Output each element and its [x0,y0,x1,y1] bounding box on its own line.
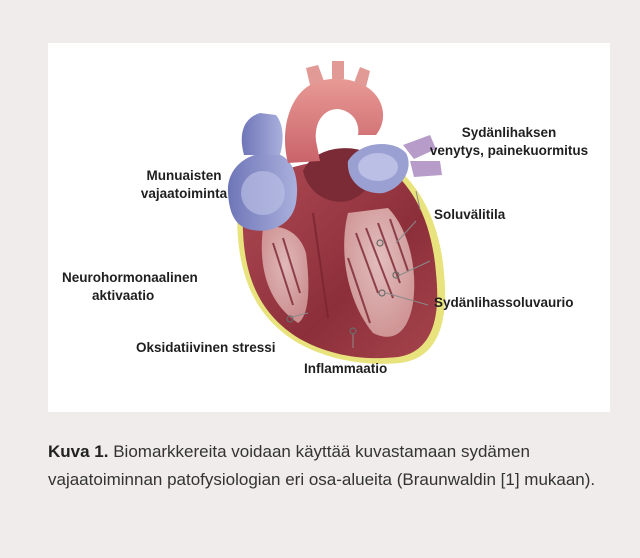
label-sydanlihaksen-venytys: Sydänlihaksen venytys, painekuormitus [412,124,606,160]
label-line: aktivaatio [62,287,198,305]
label-munuaisten-vajaatoiminta: Munuaisten vajaatoiminta [110,167,258,203]
figure-caption: Kuva 1. Biomarkkereita voidaan käyttää k… [48,438,608,494]
label-line: Sydänlihaksen [412,124,606,142]
caption-text: Biomarkkereita voidaan käyttää kuvastama… [48,442,595,489]
figure-panel: Munuaisten vajaatoiminta Neurohormonaali… [48,43,610,412]
label-line: vajaatoiminta [110,185,258,203]
label-inflammaatio: Inflammaatio [304,360,387,378]
label-line: Sydänlihassoluvaurio [434,294,574,312]
heart-illustration [48,43,610,412]
label-line: Munuaisten [110,167,258,185]
label-line: Oksidatiivinen stressi [136,339,276,357]
label-line: venytys, painekuormitus [412,142,606,160]
caption-label: Kuva 1. [48,442,108,461]
label-soluvalitila: Soluvälitila [434,206,505,224]
label-line: Neurohormonaalinen [62,269,198,287]
label-oksidatiivinen-stressi: Oksidatiivinen stressi [136,339,276,357]
label-sydanlihassoluvaurio: Sydänlihassoluvaurio [434,294,574,312]
label-line: Inflammaatio [304,360,387,378]
label-neurohormonaalinen-aktivaatio: Neurohormonaalinen aktivaatio [62,269,198,305]
vena-cava-shape [242,113,283,155]
label-line: Soluvälitila [434,206,505,224]
